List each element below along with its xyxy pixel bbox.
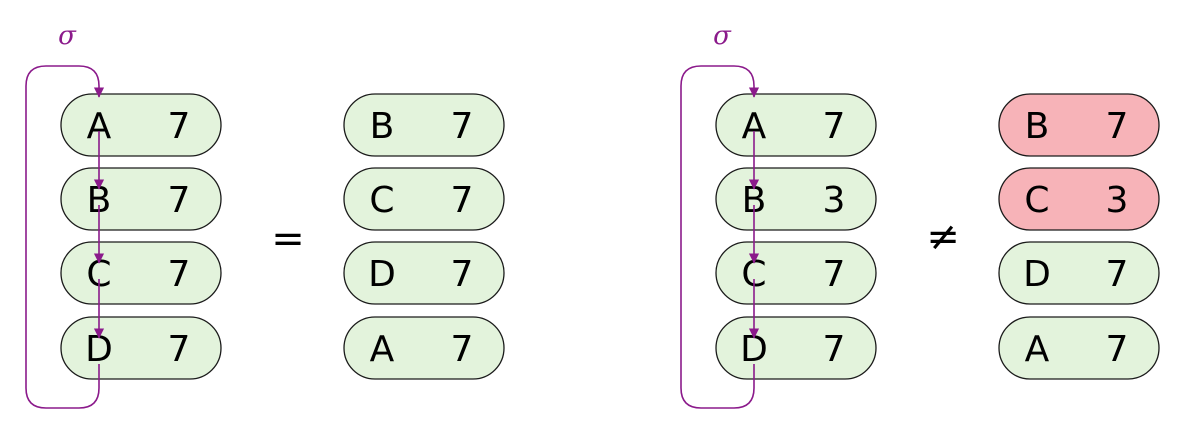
right-permuted-cell-key: A: [1025, 329, 1050, 370]
left-original-cell-value: 7: [168, 254, 191, 295]
right-permuted-cell-value: 7: [1106, 254, 1129, 295]
right-permuted-cell-key: C: [1024, 180, 1049, 221]
left-permuted-cell-pill: [343, 167, 505, 231]
left-permuted-cell-pill: [343, 93, 505, 157]
right-permuted-cell-value: 3: [1106, 180, 1129, 221]
right-permuted-cell-pill: [998, 316, 1160, 380]
right-permuted-cell-key: D: [1023, 254, 1051, 295]
right-permuted-cell-value: 7: [1106, 106, 1129, 147]
right-original-cell-pill: [715, 167, 877, 231]
left-permuted-cell-value: 7: [451, 254, 474, 295]
right-permuted-cell-pill: [998, 241, 1160, 305]
left-original-cell-pill: [60, 167, 222, 231]
right-original-cell-value: 3: [823, 180, 846, 221]
right-relation-symbol: ≠: [926, 214, 960, 260]
left-permuted-cell-key: A: [370, 329, 395, 370]
right-permuted-cell-pill: [998, 167, 1160, 231]
left-permuted-cell-pill: [343, 316, 505, 380]
left-original-cell-value: 7: [168, 329, 191, 370]
left-permuted-cell-key: D: [368, 254, 396, 295]
right-permuted-cell-key: B: [1025, 106, 1050, 147]
left-original-cell-value: 7: [168, 106, 191, 147]
right-original-cell-pill: [715, 93, 877, 157]
right-permuted-cell-pill: [998, 93, 1160, 157]
left-original-cell-value: 7: [168, 180, 191, 221]
left-permutation-arrows: [25, 65, 105, 409]
left-relation-symbol: =: [271, 216, 305, 262]
left-original-cell-pill: [60, 93, 222, 157]
left-original-cell-pill: [60, 241, 222, 305]
left-permuted-cell-pill: [343, 241, 505, 305]
right-perm-loop-arrow: [680, 65, 760, 409]
right-original-cell-value: 7: [823, 329, 846, 370]
left-permuted-cell-value: 7: [451, 180, 474, 221]
left-sigma-label: σ: [58, 21, 77, 51]
right-original-cell-pill: [715, 241, 877, 305]
right-sigma-label: σ: [713, 21, 732, 51]
left-permuted-cell-key: C: [369, 180, 394, 221]
left-permuted-cell-key: B: [370, 106, 395, 147]
left-permuted-cell-value: 7: [451, 329, 474, 370]
right-permutation-arrows: [680, 65, 760, 409]
right-original-cell-value: 7: [823, 254, 846, 295]
left-permuted-cell-value: 7: [451, 106, 474, 147]
right-permuted-cell-value: 7: [1106, 329, 1129, 370]
right-original-cell-value: 7: [823, 106, 846, 147]
left-perm-loop-arrow: [25, 65, 105, 409]
